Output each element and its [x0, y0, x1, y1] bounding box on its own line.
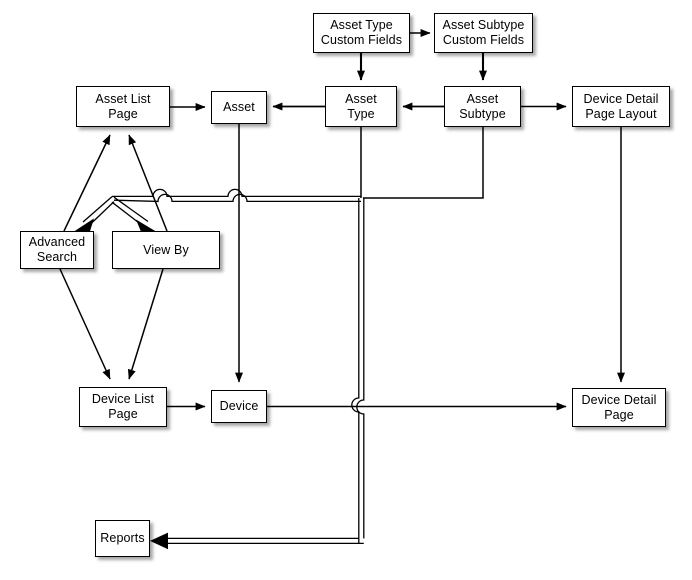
bus-right-rail-vertical	[356, 198, 365, 539]
bus-arrow-advanced-search	[74, 218, 94, 232]
node-advanced-search[interactable]: Advanced Search	[20, 231, 94, 269]
node-asset[interactable]: Asset	[211, 91, 267, 124]
edge-view-by-to-asset-list-page	[128, 134, 168, 232]
bus-branch-view-by-rail-a	[113, 196, 149, 223]
node-device-detail-page[interactable]: Device Detail Page	[572, 388, 666, 427]
node-view-by[interactable]: View By	[112, 231, 220, 269]
edge-asset-subtype-bus-stem	[363, 127, 484, 199]
node-asset-type-custom-fields[interactable]: Asset Type Custom Fields	[313, 13, 410, 53]
node-asset-type[interactable]: Asset Type	[325, 86, 397, 127]
node-device-detail-page-layout[interactable]: Device Detail Page Layout	[572, 86, 670, 127]
edge-view-by-to-device-list-page	[127, 268, 164, 380]
node-asset-subtype-custom-fields[interactable]: Asset Subtype Custom Fields	[434, 13, 533, 53]
node-device-list-page[interactable]: Device List Page	[79, 387, 167, 427]
node-reports[interactable]: Reports	[95, 520, 150, 557]
bus-arrow-view-by	[136, 219, 156, 232]
edge-advanced-search-to-asset-list-page	[63, 134, 111, 232]
bus-branch-advanced-search-rail-b	[87, 201, 115, 227]
edge-advanced-search-to-device-list-page	[59, 268, 111, 380]
node-asset-list-page[interactable]: Asset List Page	[76, 86, 170, 127]
bus-bottom-rail	[113, 193, 361, 203]
node-asset-subtype[interactable]: Asset Subtype	[444, 86, 521, 127]
bus-top-rail	[112, 188, 361, 198]
bus-branch-view-by-rail-b	[111, 201, 144, 227]
bus-branch-advanced-search-rail-a	[82, 196, 113, 223]
node-device[interactable]: Device	[211, 390, 267, 423]
bus-arrow-reports	[150, 532, 168, 550]
bus-left-rail-vertical	[351, 198, 360, 544]
